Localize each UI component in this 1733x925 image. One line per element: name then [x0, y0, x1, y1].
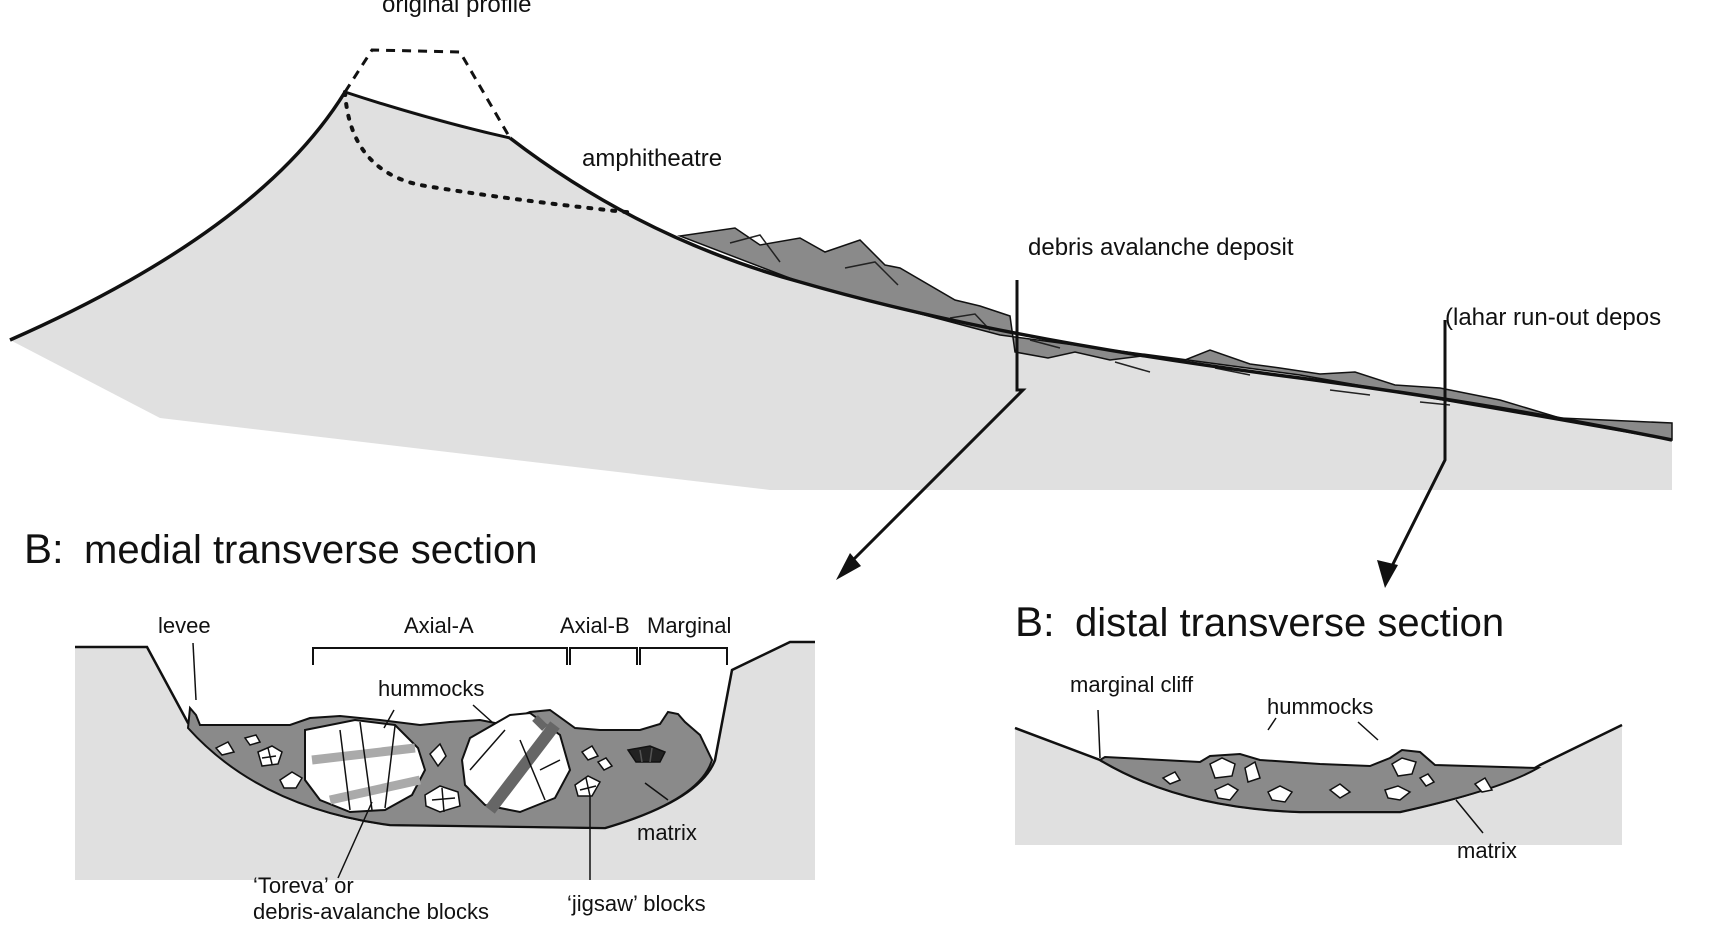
distal-hummocks-label: hummocks — [1267, 694, 1373, 719]
distal-section-letter: B: — [1015, 598, 1055, 645]
amphitheatre-scarp — [344, 90, 511, 140]
marginal-label: Marginal — [647, 613, 731, 638]
distal-leader-lines — [1097, 709, 1484, 834]
debris-avalanche-label: debris avalanche deposit — [1028, 234, 1294, 261]
distal-section: B: distal transverse section marginal cl… — [1014, 598, 1623, 863]
original-profile-line — [343, 48, 512, 139]
medial-dark-clast — [626, 745, 667, 763]
toreva-block-2 — [460, 711, 572, 814]
distal-deposit — [1098, 748, 1542, 813]
arrow-head-medial — [836, 553, 861, 580]
medial-matrix-label: matrix — [637, 820, 697, 845]
volcano-body — [10, 92, 1672, 490]
medial-section: B: medial transverse section — [24, 525, 815, 924]
medial-dark-clast-joints — [639, 747, 653, 763]
zone-brackets — [312, 647, 728, 665]
topographic-profile-line — [9, 91, 1673, 442]
marginal-cliff-label: marginal cliff — [1070, 672, 1194, 697]
toreva-label-line2: debris-avalanche blocks — [253, 899, 489, 924]
toreva-block-1 — [304, 718, 427, 814]
medial-hummocks-label: hummocks — [378, 676, 484, 701]
amphitheatre-label: amphitheatre — [582, 145, 722, 172]
medial-small-clasts — [214, 734, 614, 813]
levee-label: levee — [158, 613, 211, 638]
distal-matrix-label: matrix — [1457, 838, 1517, 863]
section-line-distal — [1388, 320, 1447, 571]
lahar-label: (lahar run-out depos — [1445, 304, 1661, 331]
axial-a-label: Axial-A — [404, 613, 474, 638]
distal-valley-ground — [1015, 725, 1622, 845]
failure-surface-dotted — [343, 90, 637, 215]
jigsaw-label: ‘jigsaw’ blocks — [567, 891, 706, 916]
axial-b-label: Axial-B — [560, 613, 630, 638]
medial-section-letter: B: — [24, 525, 64, 572]
distal-section-title: distal transverse section — [1075, 601, 1504, 645]
arrow-head-distal — [1377, 560, 1398, 588]
medial-section-title: medial transverse section — [84, 528, 538, 572]
longitudinal-profile: original profile amphitheatre debris ava… — [9, 0, 1673, 588]
toreva-label-line1: ‘Toreva’ or — [253, 873, 354, 898]
distal-small-clasts — [1161, 757, 1494, 803]
original-profile-label: original profile — [382, 0, 531, 18]
section-line-medial — [841, 280, 1027, 572]
medial-leader-lines — [192, 642, 669, 880]
